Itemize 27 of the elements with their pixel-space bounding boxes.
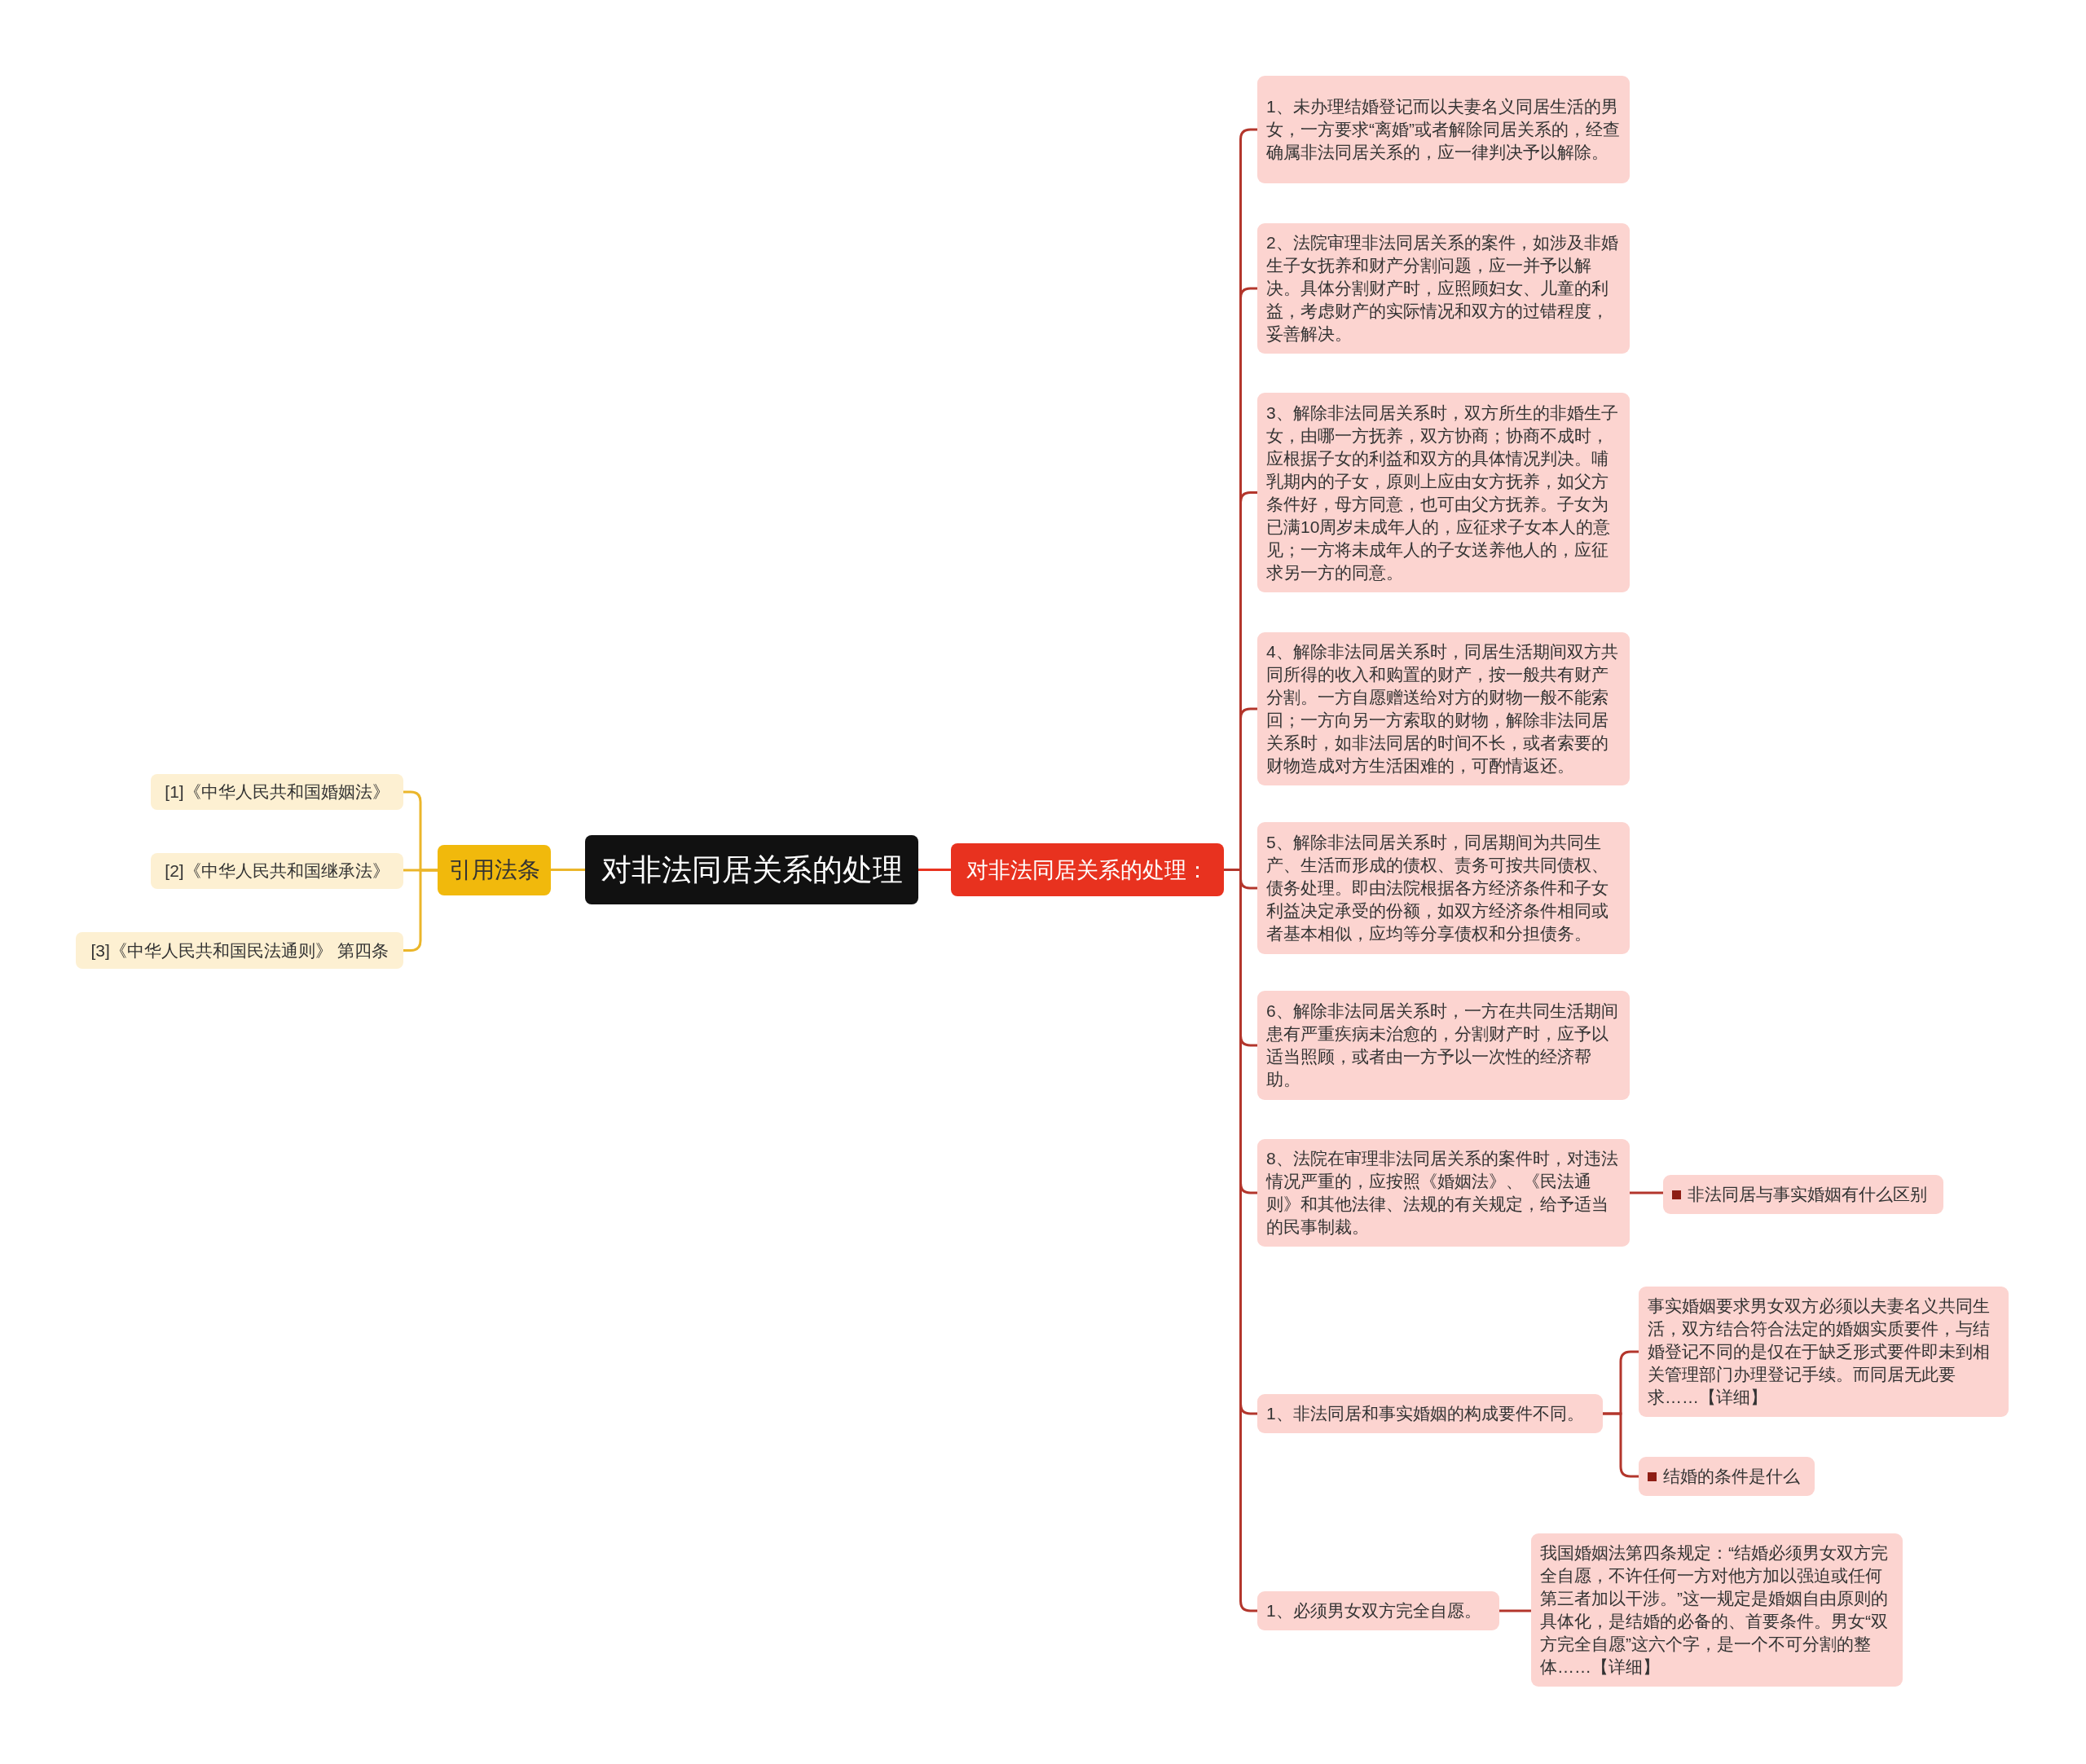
- citation-box: [3]《中华人民共和国民法通则》 第四条: [76, 932, 403, 969]
- topic-text: 结婚的条件是什么: [1663, 1466, 1800, 1487]
- branch-topic: 引用法条: [438, 845, 551, 895]
- branch-topic: 对非法同居关系的处理：: [951, 843, 1224, 896]
- connector-line: [403, 869, 438, 952]
- topic-box: 1、非法同居和事实婚姻的构成要件不同。: [1257, 1394, 1603, 1433]
- topic-box: 3、解除非法同居关系时，双方所生的非婚生子女，由哪一方抚养，双方协商；协商不成时，应根据子女的利益和双方的具体情况判决。哺乳期内的子女，原则上应由女方抚养，如父方条件好，母方同意，也可由父方抚养。子女为已满10周岁未成年人的，应征求子女本人的意见；一方将未成年人的子女送养他人的，应征求另一方的同意。: [1257, 393, 1630, 592]
- topic-box: 事实婚姻要求男女双方必须以夫妻名义共同生活，双方结合符合法定的婚姻实质要件，与结婚登记不同的是仅在于缺乏形式要件即未到相关管理部门办理登记手续。而同居无此要求……【详细】: [1639, 1287, 2009, 1417]
- topic-box: 2、法院审理非法同居关系的案件，如涉及非婚生子女抚养和财产分割问题，应一并予以解决。具体分割财产时，应照顾妇女、儿童的利益，考虑财产的实际情况和双方的过错程度，妥善解决。: [1257, 223, 1630, 354]
- citation-box: [1]《中华人民共和国婚姻法》: [151, 774, 403, 810]
- connector-line: [1499, 1609, 1531, 1612]
- citation-box: [2]《中华人民共和国继承法》: [151, 853, 403, 889]
- topic-box: 1、未办理结婚登记而以夫妻名义同居生活的男女，一方要求“离婚”或者解除同居关系的，经查确属非法同居关系的，应一律判决予以解除。: [1257, 76, 1630, 183]
- topic-box: 1、必须男女双方完全自愿。: [1257, 1591, 1499, 1630]
- topic-box: 6、解除非法同居关系时，一方在共同生活期间患有严重疾病未治愈的，分割财产时，应予以适当照顾，或者由一方予以一次性的经济帮助。: [1257, 991, 1630, 1100]
- topic-box: 我国婚姻法第四条规定：“结婚必须男女双方完全自愿，不许任何一方对他方加以强迫或任何第三者加以干涉。”这一规定是婚姻自由原则的具体化，是结婚的必备的、首要条件。男女“双方完全自愿”这六个字，是一个不可分割的整体……【详细】: [1531, 1533, 1903, 1687]
- connector-line: [918, 869, 951, 871]
- connector-line: [1603, 1412, 1639, 1478]
- topic-box: [1639, 1457, 1815, 1496]
- topic-box: 4、解除非法同居关系时，同居生活期间双方共同所得的收入和购置的财产，按一般共有财产分割。一方自愿赠送给对方的财物一般不能索回；一方向另一方索取的财物，解除非法同居关系时，如非法同居的时间不长，或者索要的财物造成对方生活困难的，可酌情返还。: [1257, 632, 1630, 785]
- topic-text: 非法同居与事实婚姻有什么区别: [1688, 1184, 1927, 1205]
- connector-line: [551, 869, 585, 871]
- topic-box: 8、法院在审理非法同居关系的案件时，对违法情况严重的，应按照《婚姻法》、《民法通则》和其他法律、法规的有关规定，给予适当的民事制裁。: [1257, 1139, 1630, 1247]
- central-topic: 对非法同居关系的处理: [585, 835, 918, 904]
- topic-box: [1663, 1175, 1943, 1214]
- topic-box: 5、解除非法同居关系时，同居期间为共同生产、生活而形成的债权、责务可按共同债权、债务处理。即由法院根据各方经济条件和子女利益决定承受的份额，如双方经济条件相同或者基本相似，应均等分享债权和分担债务。: [1257, 822, 1630, 954]
- connector-line: [1630, 1191, 1663, 1194]
